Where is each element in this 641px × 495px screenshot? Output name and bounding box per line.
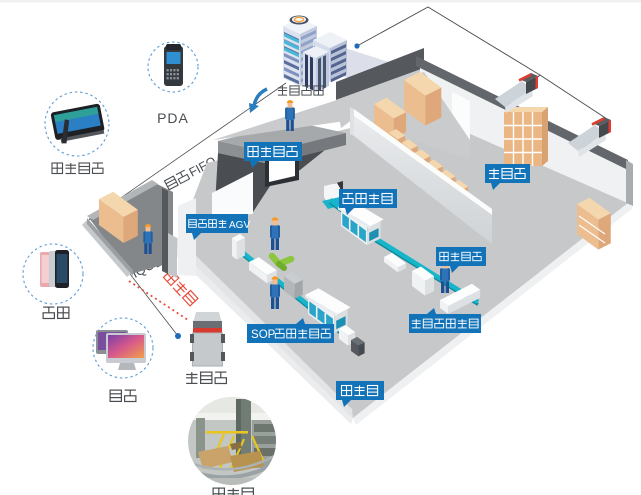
svg-text:SOP: SOP xyxy=(251,329,276,341)
svg-text:PDA: PDA xyxy=(157,110,189,126)
svg-text:AGV: AGV xyxy=(229,220,250,231)
